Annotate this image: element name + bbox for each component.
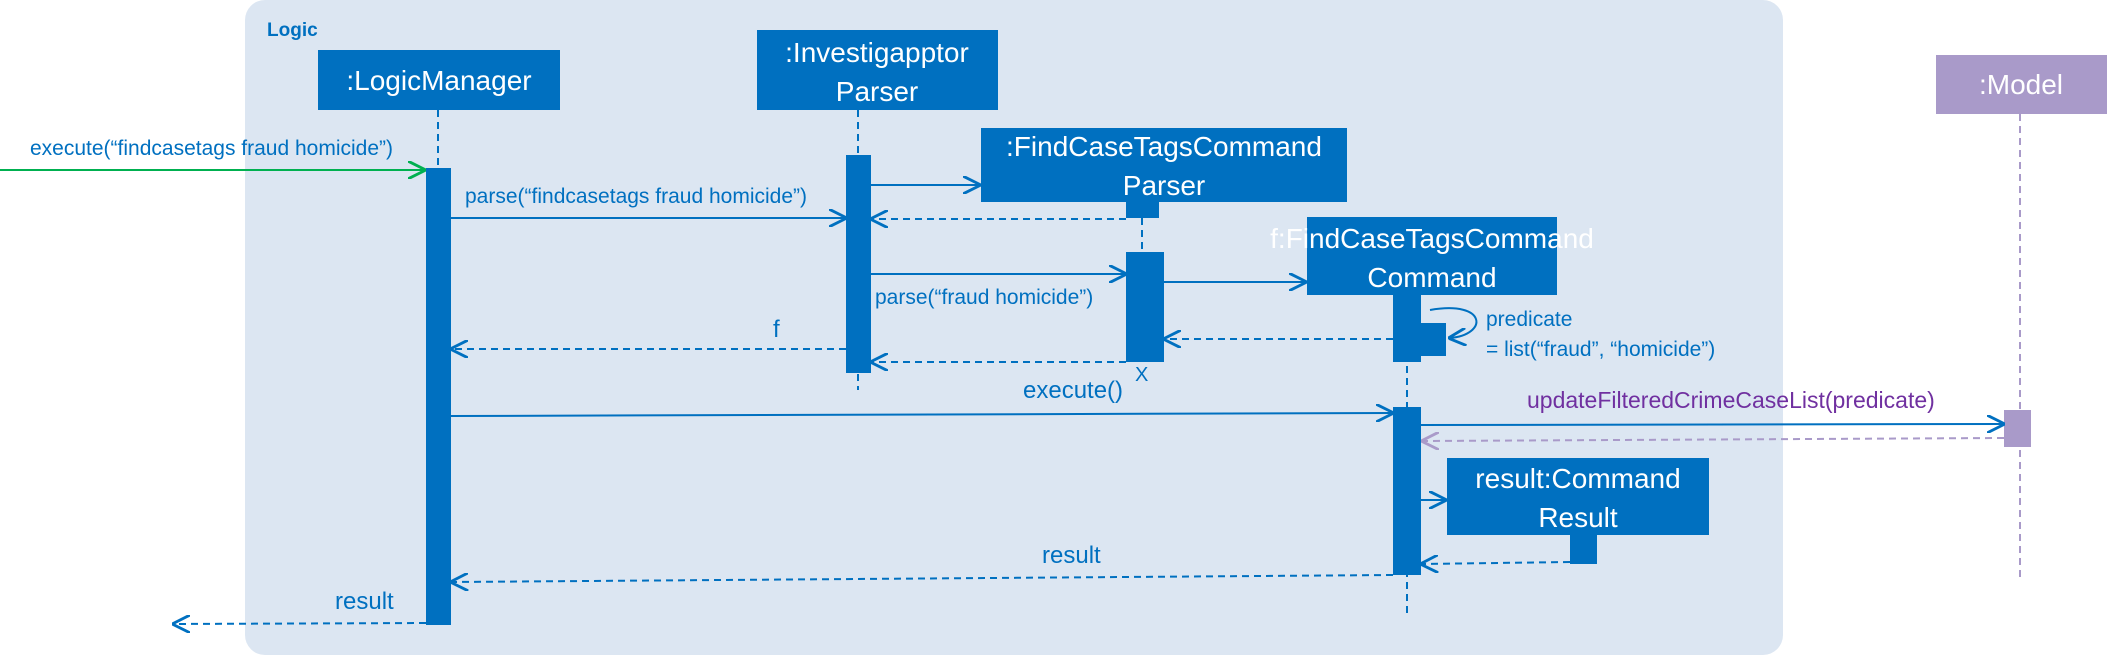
activation-fct-parser bbox=[1126, 252, 1164, 362]
msg-update-filtered-label: updateFilteredCrimeCaseList(predicate) bbox=[1527, 387, 1935, 413]
svg-text:result:Command: result:Command bbox=[1475, 463, 1680, 494]
svg-text:Command: Command bbox=[1367, 262, 1496, 293]
activation-result bbox=[1570, 535, 1597, 564]
destroy-mark: X bbox=[1135, 364, 1148, 386]
activation-fct-command-execute bbox=[1393, 407, 1421, 575]
msg-result-to-logic-arrow bbox=[452, 575, 1394, 582]
msg-predicate-label-1: predicate bbox=[1486, 308, 1572, 331]
svg-text::FindCaseTagsCommand: :FindCaseTagsCommand bbox=[1006, 131, 1322, 162]
msg-execute-call-label: execute() bbox=[1023, 377, 1123, 404]
msg-predicate-self-arrow bbox=[1429, 307, 1478, 338]
msg-execute-in-label: execute(“findcasetags fraud homicide”) bbox=[30, 137, 393, 160]
msg-execute-call-arrow bbox=[450, 413, 1392, 416]
msg-parse-args-label: parse(“fraud homicide”) bbox=[875, 286, 1093, 309]
participant-logic-manager: :LogicManager bbox=[318, 50, 560, 110]
participant-fct-command: f:FindCaseTagsCommand Command bbox=[1270, 217, 1594, 295]
activation-fct-command-self bbox=[1417, 323, 1446, 356]
activation-fct-parser-small bbox=[1126, 200, 1159, 218]
msg-result-out-label: result bbox=[335, 588, 394, 615]
activation-fct-command bbox=[1393, 294, 1421, 362]
svg-text:Parser: Parser bbox=[1123, 170, 1205, 201]
msg-predicate-label-2: = list(“fraud”, “homicide”) bbox=[1486, 338, 1715, 361]
activation-logic-manager bbox=[426, 168, 451, 625]
msg-parse-full-label: parse(“findcasetags fraud homicide”) bbox=[465, 185, 807, 208]
svg-text::Investigapptor: :Investigapptor bbox=[785, 37, 969, 68]
participant-model: :Model bbox=[1936, 55, 2107, 114]
activation-parser bbox=[846, 155, 871, 373]
activation-model bbox=[2004, 410, 2031, 447]
participant-fct-parser: :FindCaseTagsCommand Parser bbox=[981, 128, 1347, 202]
msg-update-filtered-arrow bbox=[1420, 424, 2003, 425]
svg-text::LogicManager: :LogicManager bbox=[346, 65, 531, 96]
msg-result-return-arrow bbox=[1422, 562, 1571, 564]
logic-frame-label: Logic bbox=[267, 20, 318, 41]
msg-result-out-arrow bbox=[174, 623, 427, 624]
svg-text:Parser: Parser bbox=[836, 76, 918, 107]
msg-return-f-label: f bbox=[773, 316, 780, 343]
participant-result: result:Command Result bbox=[1447, 458, 1709, 535]
svg-text::Model: :Model bbox=[1979, 69, 2063, 100]
svg-text:Result: Result bbox=[1538, 502, 1618, 533]
svg-text:f:FindCaseTagsCommand: f:FindCaseTagsCommand bbox=[1270, 223, 1594, 254]
msg-result-to-logic-label: result bbox=[1042, 542, 1101, 569]
participant-investigapptor-parser: :Investigapptor Parser bbox=[757, 30, 998, 110]
msg-update-return-arrow bbox=[1423, 438, 2005, 441]
